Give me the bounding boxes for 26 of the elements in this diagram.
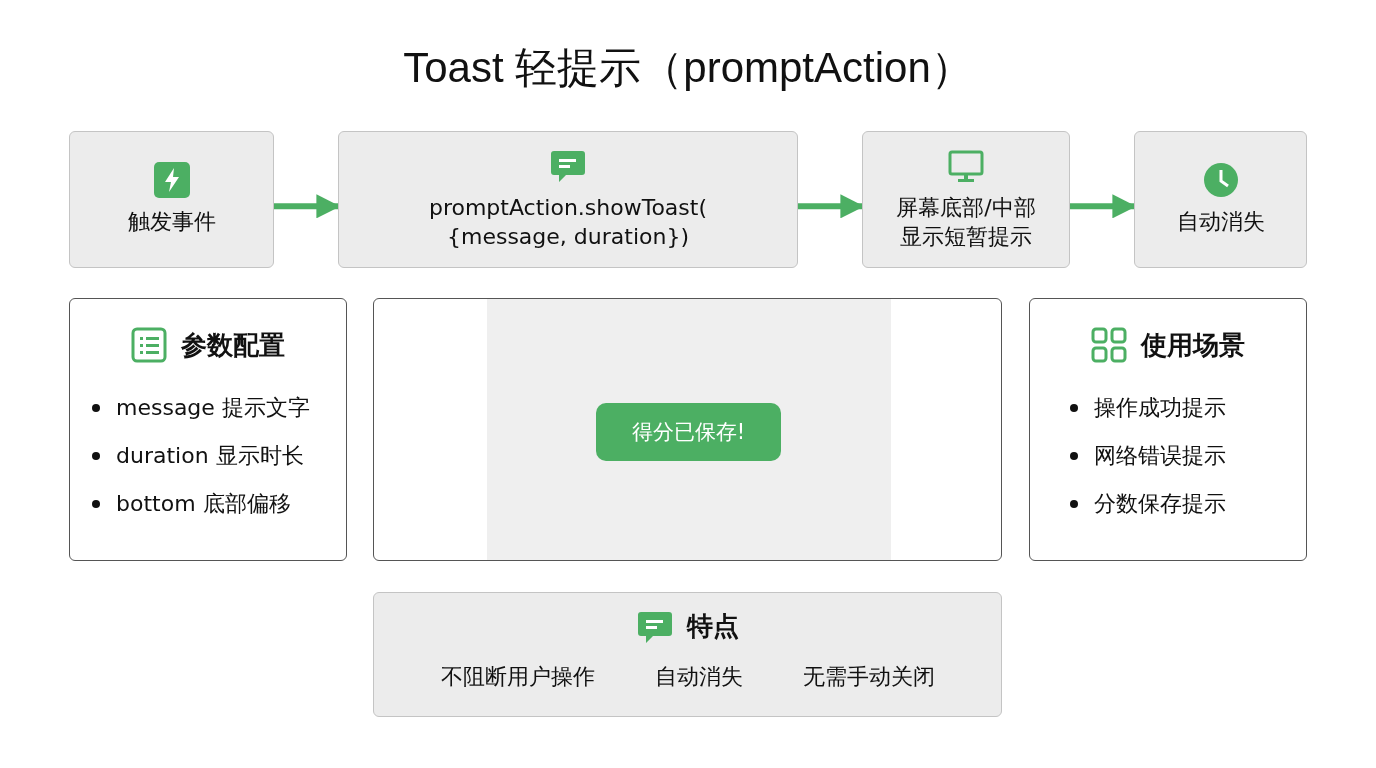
feature-item: 不阻断用户操作 [440, 663, 595, 691]
process-box [862, 131, 1070, 268]
toast-message: 得分已保存! [596, 403, 781, 461]
process-box [1134, 131, 1307, 268]
feature-item: 自动消失 [654, 663, 743, 691]
info-panel [1029, 298, 1307, 561]
diagram-title: Toast 轻提示（promptAction） [402, 43, 974, 93]
process-box [338, 131, 798, 268]
list-item: message 提示文字 [88, 393, 346, 423]
screen-panel [373, 298, 1002, 561]
list-item: duration 显示时长 [88, 441, 346, 471]
process-label: promptAction.showToast( {message, duration}) [427, 193, 709, 251]
process-label: 自动消失 [1176, 208, 1265, 237]
list-item: bottom 底部偏移 [88, 489, 346, 519]
panel-heading: 特点 [686, 610, 739, 644]
process-label: 屏幕底部/中部显示短暂提示 [895, 193, 1037, 251]
panel-heading: 参数配置 [181, 328, 285, 362]
info-panel [69, 298, 347, 561]
list-item: 分数保存提示 [1066, 489, 1306, 519]
process-label: 触发事件 [127, 208, 216, 237]
feature-item: 无需手动关闭 [802, 663, 935, 691]
list-item: 网络错误提示 [1066, 441, 1306, 471]
feature-panel [373, 592, 1002, 717]
process-box [69, 131, 274, 268]
panel-heading: 使用场景 [1141, 328, 1245, 362]
list-item: 操作成功提示 [1066, 393, 1306, 423]
